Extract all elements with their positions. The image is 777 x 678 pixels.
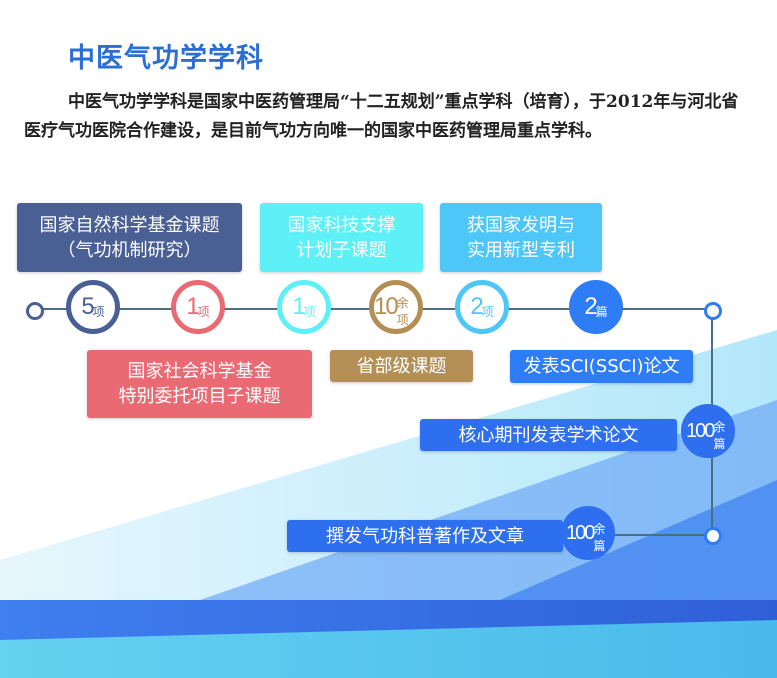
unit: 项 <box>197 304 210 319</box>
timeline-corner-dot <box>704 302 722 320</box>
count: 5 <box>81 293 94 320</box>
unit: 项 <box>303 304 316 319</box>
count: 100 <box>686 419 715 442</box>
label-line: 省部级课题 <box>356 355 447 377</box>
milestone-label-popular-science: 撰发气功科普著作及文章 <box>287 520 563 552</box>
count: 2 <box>470 293 483 320</box>
unit: 余篇 <box>593 522 606 553</box>
label-line: 计划子课题 <box>296 239 387 261</box>
milestone-label-nsfc: 国家自然科学基金课题 （气功机制研究） <box>17 203 242 272</box>
page-title: 中医气功学学科 <box>68 43 264 74</box>
label-line: 撰发气功科普著作及文章 <box>326 525 524 547</box>
count: 1 <box>186 293 199 320</box>
unit: 篇 <box>595 304 608 319</box>
count: 1 <box>292 293 305 320</box>
unit: 项 <box>92 304 105 319</box>
count: 10 <box>374 293 399 320</box>
label-line: 国家自然科学基金课题 <box>39 214 220 236</box>
milestone-label-provincial: 省部级课题 <box>330 350 473 382</box>
label-line: 发表SCI(SSCI)论文 <box>523 356 680 377</box>
unit: 余项 <box>396 296 409 327</box>
milestone-label-core-journal: 核心期刊发表学术论文 <box>420 419 677 451</box>
label-line: 实用新型专利 <box>467 239 575 261</box>
timeline-end-dot <box>704 527 722 545</box>
label-line: 特别委托项目子课题 <box>118 386 281 407</box>
count: 100 <box>566 521 595 544</box>
label-line: 国家社会科学基金 <box>127 361 272 382</box>
label-line: （气功机制研究） <box>57 239 202 261</box>
timeline-start-dot <box>26 302 44 320</box>
milestone-label-tech: 国家科技支撑计划子课题 <box>260 203 423 272</box>
unit: 余篇 <box>713 420 726 451</box>
milestone-label-nssf: 国家社会科学基金特别委托项目子课题 <box>87 350 312 418</box>
label-line: 获国家发明与 <box>467 214 575 236</box>
intro-paragraph: 中医气功学学科是国家中医药管理局“十二五规划”重点学科（培育），于2012年与河… <box>24 92 739 141</box>
unit: 项 <box>481 304 494 319</box>
milestone-label-patent: 获国家发明与实用新型专利 <box>440 203 602 272</box>
label-line: 核心期刊发表学术论文 <box>458 424 639 446</box>
label-line: 国家科技支撑 <box>287 214 396 236</box>
count: 2 <box>584 293 597 320</box>
milestone-label-sci: 发表SCI(SSCI)论文 <box>510 350 693 383</box>
